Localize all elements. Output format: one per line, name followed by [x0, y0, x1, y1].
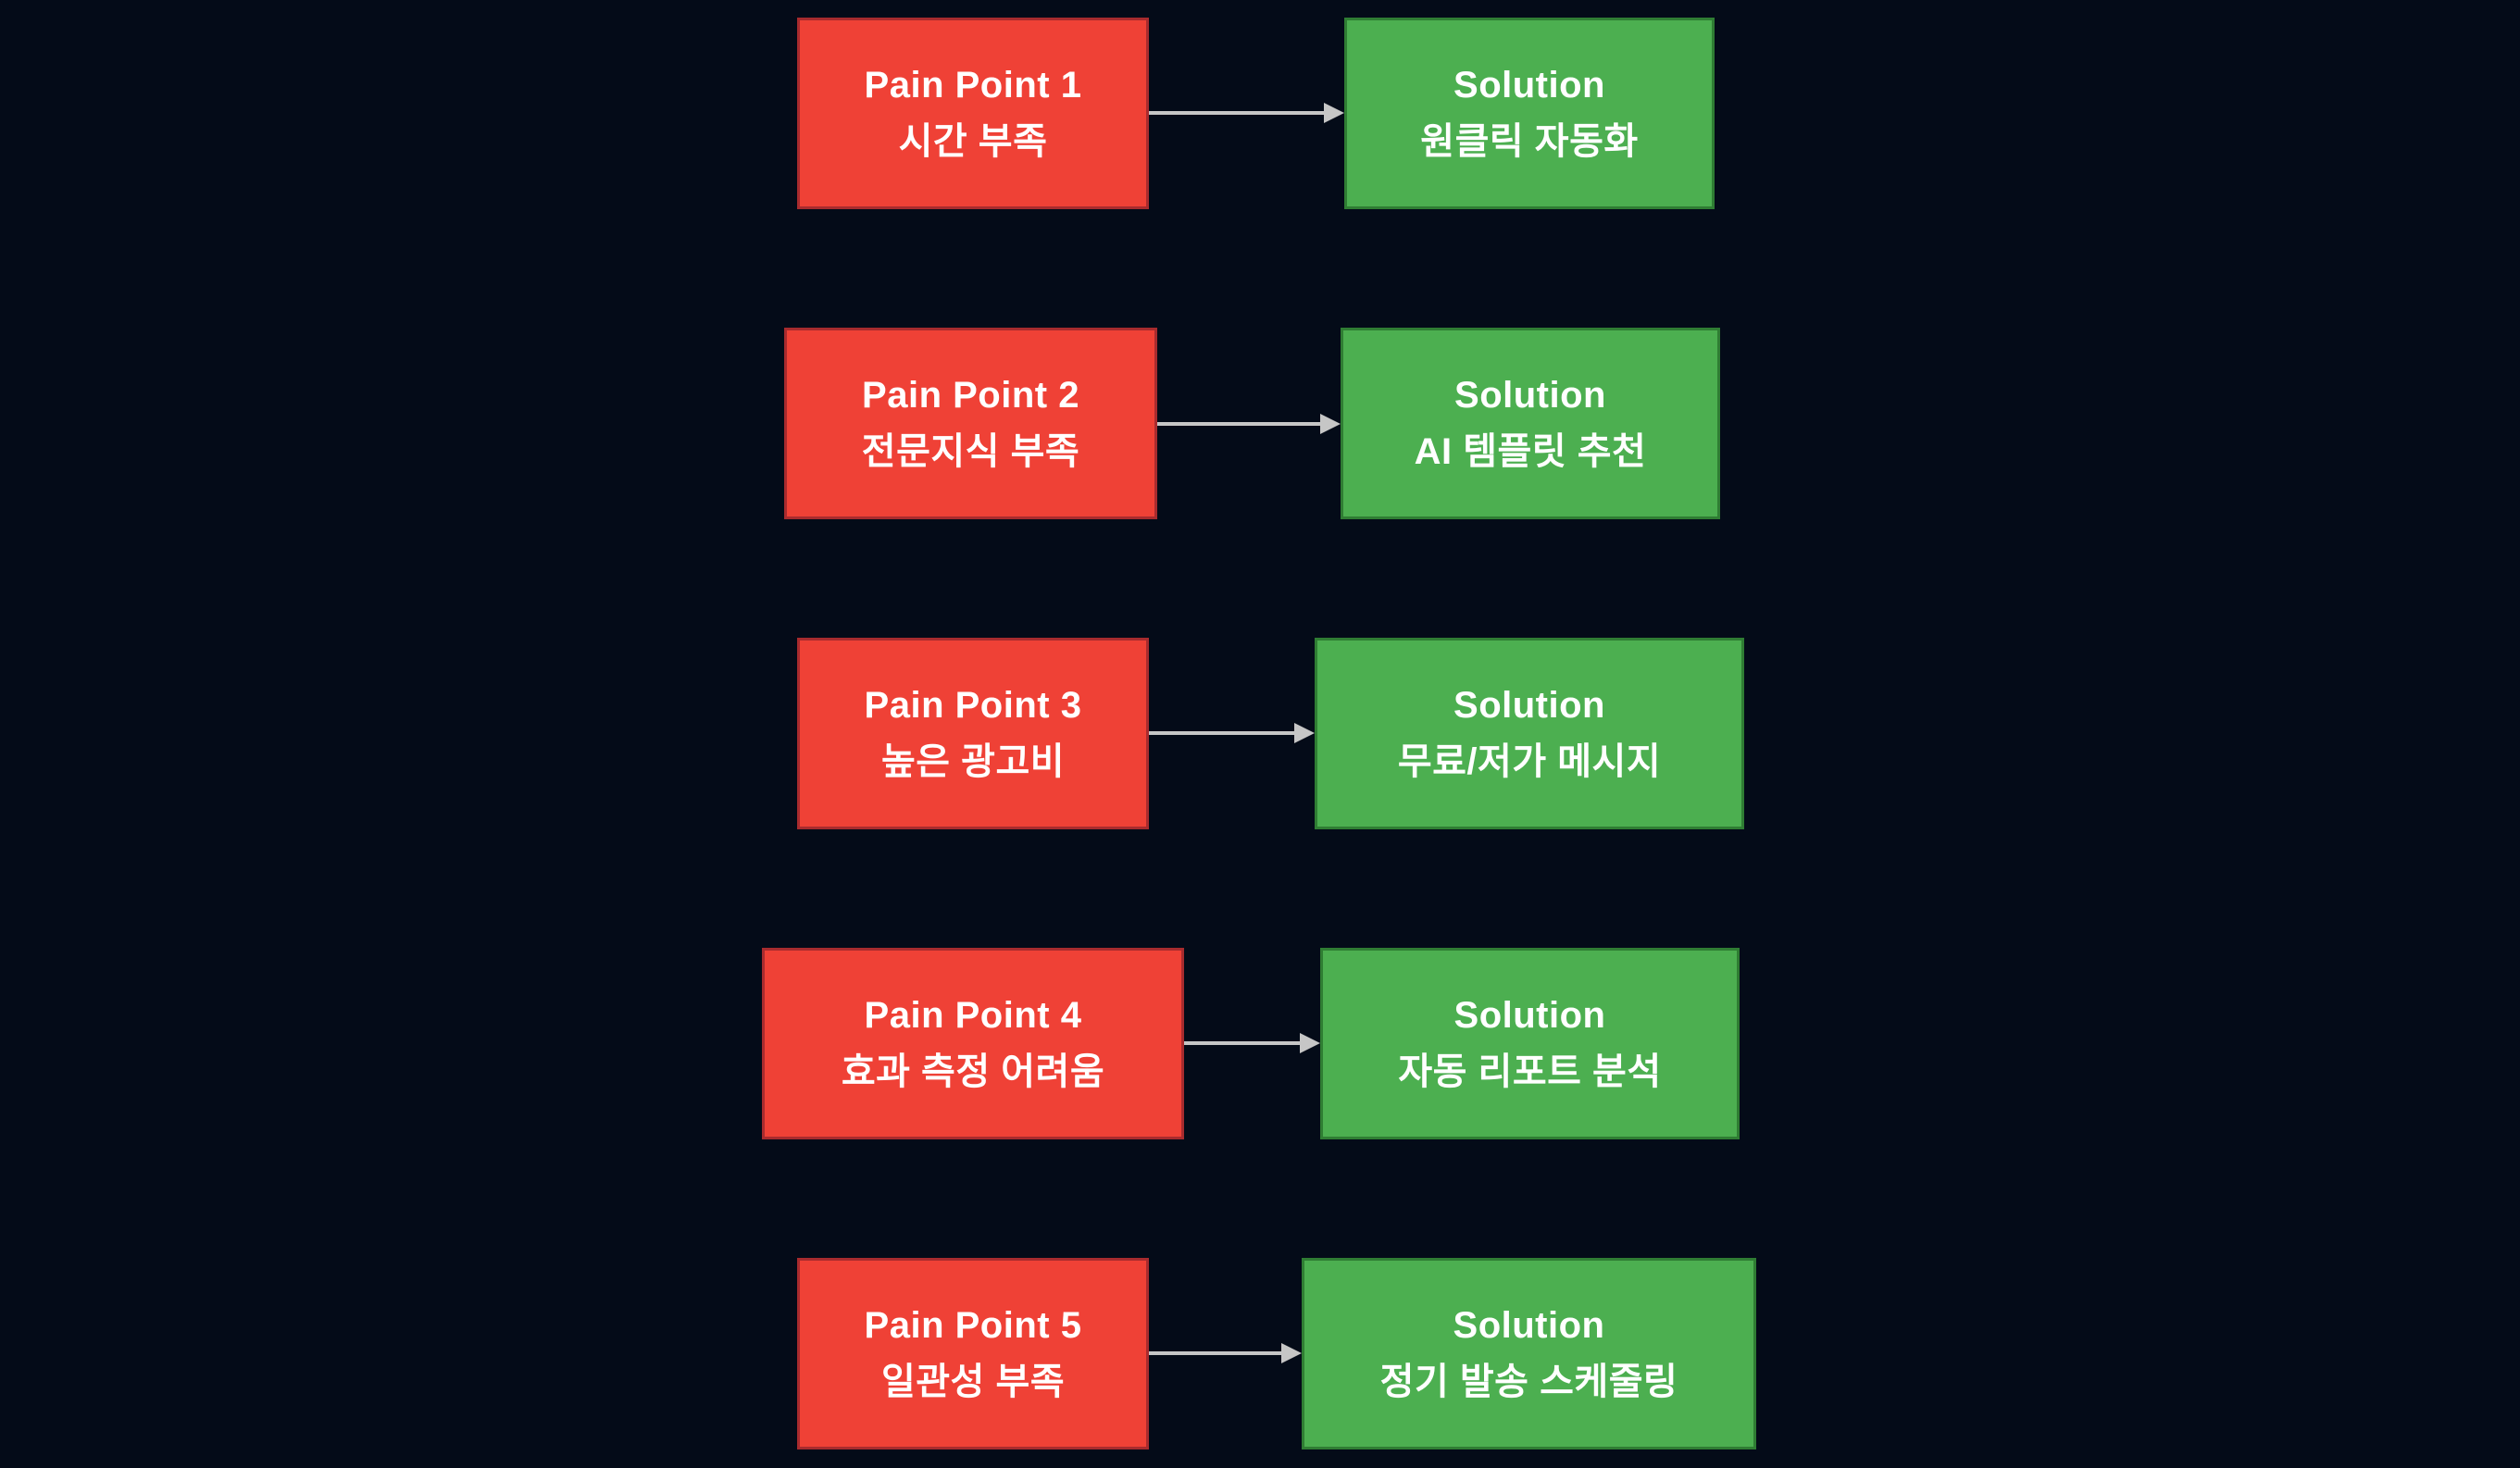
solution-box: Solution 자동 리포트 분석 — [1320, 948, 1740, 1139]
pain-point-subtitle: 전문지식 부족 — [861, 430, 1080, 472]
arrow-right-icon — [1149, 1343, 1302, 1363]
pain-point-title: Pain Point 4 — [864, 994, 1082, 1036]
pain-point-subtitle: 높은 광고비 — [880, 740, 1066, 782]
solution-title: Solution — [1454, 374, 1606, 416]
pain-point-title: Pain Point 5 — [864, 1304, 1082, 1346]
solution-box: Solution AI 템플릿 추천 — [1341, 328, 1720, 519]
arrow-right-icon — [1184, 1033, 1320, 1053]
solution-title: Solution — [1453, 684, 1605, 726]
solution-box: Solution 무료/저가 메시지 — [1315, 638, 1744, 829]
solution-title: Solution — [1453, 1304, 1605, 1346]
arrow-right-icon — [1157, 414, 1341, 434]
pain-point-subtitle: 효과 측정 어려움 — [841, 1051, 1105, 1092]
pain-point-subtitle: 일관성 부족 — [880, 1361, 1066, 1402]
solution-box: Solution 정기 발송 스케줄링 — [1302, 1258, 1756, 1449]
solution-box: Solution 원클릭 자동화 — [1344, 18, 1715, 209]
arrow-right-icon — [1149, 723, 1315, 743]
pain-point-title: Pain Point 1 — [864, 64, 1082, 106]
pain-point-box: Pain Point 4 효과 측정 어려움 — [762, 948, 1184, 1139]
solution-subtitle: 원클릭 자동화 — [1420, 120, 1639, 162]
arrow-right-icon — [1149, 103, 1344, 123]
solution-subtitle: 무료/저가 메시지 — [1397, 740, 1662, 782]
pain-point-subtitle: 시간 부족 — [898, 120, 1048, 162]
pain-point-box: Pain Point 2 전문지식 부족 — [784, 328, 1157, 519]
solution-subtitle: AI 템플릿 추천 — [1414, 430, 1647, 472]
pain-point-title: Pain Point 2 — [862, 374, 1079, 416]
pain-point-title: Pain Point 3 — [864, 684, 1082, 726]
solution-subtitle: 정기 발송 스케줄링 — [1379, 1361, 1678, 1402]
pain-point-box: Pain Point 1 시간 부족 — [797, 18, 1149, 209]
solution-title: Solution — [1453, 64, 1605, 106]
solution-subtitle: 자동 리포트 분석 — [1398, 1051, 1662, 1092]
solution-title: Solution — [1453, 994, 1606, 1036]
pain-point-box: Pain Point 5 일관성 부족 — [797, 1258, 1149, 1449]
pain-point-box: Pain Point 3 높은 광고비 — [797, 638, 1149, 829]
